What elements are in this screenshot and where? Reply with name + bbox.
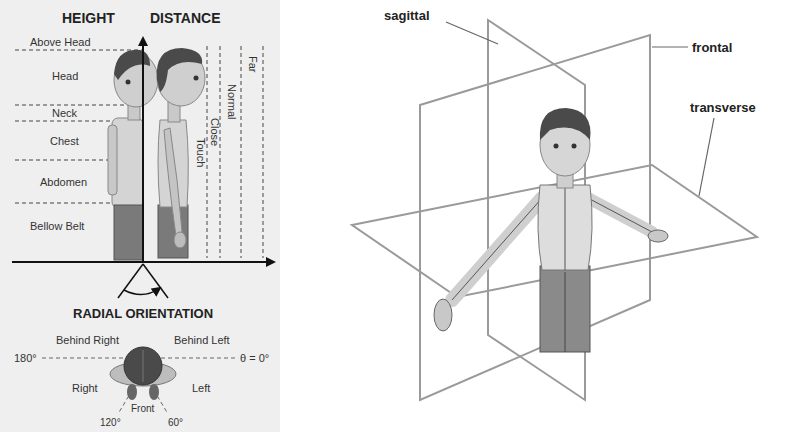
leader-lines <box>446 22 714 196</box>
height-label: Above Head <box>30 36 91 49</box>
height-label: Neck <box>52 107 77 120</box>
section-heading: RADIAL ORIENTATION <box>73 306 213 321</box>
height-axis <box>142 38 144 262</box>
orientation-label: Left <box>192 382 210 395</box>
orientation-label: Front <box>131 403 154 415</box>
distance-label: Close <box>208 118 221 146</box>
distance-label: Far <box>246 56 259 73</box>
axis-heading: HEIGHT <box>62 10 115 26</box>
rotation-wedge <box>118 264 168 298</box>
rigged-figure <box>434 108 668 352</box>
top-view-figure <box>110 347 176 400</box>
height-label: Head <box>52 70 78 83</box>
height-label: Bellow Belt <box>30 220 84 233</box>
orientation-label: Behind Right <box>56 334 119 347</box>
front-figure <box>108 50 158 260</box>
distance-axis <box>12 261 274 263</box>
angle-label: θ = 0° <box>238 352 271 365</box>
plane-label: transverse <box>690 100 756 115</box>
distance-lines <box>207 46 263 258</box>
anatomical-planes <box>352 20 757 400</box>
orientation-label: Behind Left <box>174 334 230 347</box>
panel-ground <box>0 0 280 432</box>
plane-label: sagittal <box>384 8 430 23</box>
axis-heading: DISTANCE <box>150 10 221 26</box>
distance-label: Normal <box>225 84 238 119</box>
plane-label: frontal <box>692 40 732 55</box>
distance-label: Touch <box>194 138 207 167</box>
angle-label: 180° <box>12 352 39 365</box>
angle-label: 60° <box>168 417 183 429</box>
orientation-label: Right <box>72 382 98 395</box>
height-label: Abdomen <box>40 176 87 189</box>
angle-label: 120° <box>100 417 121 429</box>
height-label: Chest <box>50 135 79 148</box>
